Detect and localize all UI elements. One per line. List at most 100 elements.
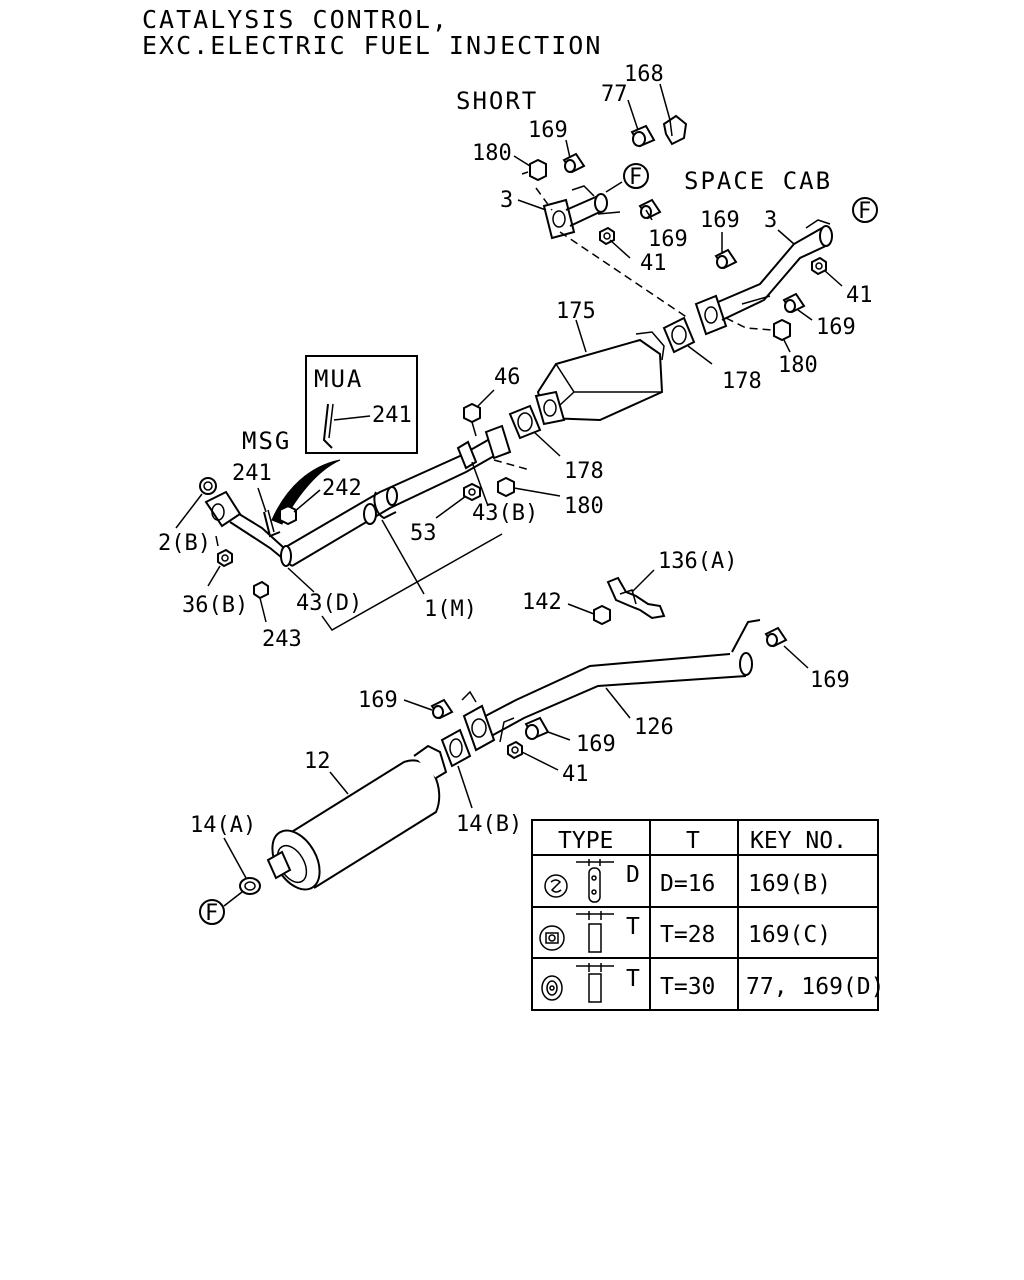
gasket-14a bbox=[239, 877, 261, 895]
callout-2b: 2(B) bbox=[158, 531, 211, 556]
callout-243: 243 bbox=[262, 627, 302, 652]
callout-168: 168 bbox=[624, 62, 664, 87]
callout-126: 126 bbox=[634, 715, 674, 740]
nut-36b bbox=[217, 548, 233, 568]
callout-169: 169 bbox=[648, 227, 688, 252]
front-pipe-1m bbox=[204, 424, 512, 567]
row1-dim-letter: D bbox=[626, 862, 640, 888]
ref-f-top: F bbox=[623, 163, 649, 190]
hanger-168 bbox=[662, 114, 688, 146]
nut-53 bbox=[463, 482, 481, 502]
gasket-2b bbox=[199, 477, 217, 495]
table-header-type: TYPE bbox=[558, 828, 613, 854]
callout-241-mua: 241 bbox=[372, 403, 412, 428]
gasket-14b bbox=[440, 728, 472, 768]
callout-169: 169 bbox=[576, 732, 616, 757]
callout-1m: 1(M) bbox=[424, 597, 477, 622]
callout-169: 169 bbox=[528, 118, 568, 143]
callout-labels: 168 77 169 180 3 169 41 169 3 41 169 180… bbox=[158, 62, 873, 838]
callout-41: 41 bbox=[562, 762, 589, 787]
bracket-241-msg bbox=[263, 509, 281, 538]
rubber-mount-169-tail-left bbox=[430, 698, 454, 720]
row1-key: 169(B) bbox=[748, 871, 831, 897]
bolt-180-top bbox=[521, 158, 547, 182]
bolt-180-lower bbox=[497, 476, 515, 498]
title-line-2: EXC.ELECTRIC FUEL INJECTION bbox=[142, 31, 602, 60]
callout-12: 12 bbox=[304, 749, 331, 774]
row3-value: T=30 bbox=[660, 974, 715, 1000]
callout-169: 169 bbox=[358, 688, 398, 713]
callout-53: 53 bbox=[410, 521, 437, 546]
callout-46: 46 bbox=[494, 365, 521, 390]
rubber-mount-169-tail-middle bbox=[524, 716, 550, 740]
bolt-242 bbox=[279, 504, 297, 526]
table-header-t: T bbox=[686, 828, 700, 854]
row2-dim-letter: T bbox=[626, 914, 640, 940]
section-short: SHORT bbox=[456, 87, 538, 115]
nut-41-tail bbox=[507, 740, 523, 760]
section-space-cab: SPACE CAB bbox=[684, 167, 832, 195]
row3-key: 77, 169(D) bbox=[746, 974, 884, 1000]
mua-inset: MUA 241 bbox=[305, 355, 418, 454]
rubber-type-slotted-icon bbox=[539, 911, 614, 953]
callout-43b: 43(B) bbox=[472, 501, 538, 526]
clamp-136a bbox=[606, 576, 666, 620]
catalytic-converter-175 bbox=[534, 331, 665, 426]
callout-169: 169 bbox=[810, 668, 850, 693]
callout-77: 77 bbox=[601, 82, 628, 107]
callout-178: 178 bbox=[722, 369, 762, 394]
muffler-12 bbox=[266, 744, 448, 891]
key-table: TYPE T KEY NO. D D=16 169(B) T T=28 169(… bbox=[531, 819, 884, 1011]
svg-text:F: F bbox=[629, 165, 642, 190]
rubber-mount-77 bbox=[630, 124, 656, 148]
gasket-178-lower bbox=[508, 404, 542, 440]
row1-value: D=16 bbox=[660, 871, 715, 897]
callout-242: 242 bbox=[322, 476, 362, 501]
rubber-type-round-icon bbox=[544, 859, 614, 903]
row2-key: 169(C) bbox=[748, 922, 831, 948]
rubber-mount-169-space-cab-right bbox=[782, 292, 806, 314]
callout-169: 169 bbox=[700, 208, 740, 233]
ref-f-right: F bbox=[852, 197, 878, 224]
callout-136a: 136(A) bbox=[658, 549, 737, 574]
bolt-46 bbox=[463, 402, 481, 437]
callout-3: 3 bbox=[500, 188, 513, 213]
callout-3: 3 bbox=[764, 208, 777, 233]
bolt-142 bbox=[593, 604, 611, 626]
callout-14a: 14(A) bbox=[190, 813, 256, 838]
rubber-mount-169-tail-right bbox=[764, 626, 788, 648]
rubber-mount-169-space-cab-top bbox=[714, 248, 738, 270]
callout-142: 142 bbox=[522, 590, 562, 615]
callout-169: 169 bbox=[816, 315, 856, 340]
callout-41: 41 bbox=[640, 251, 667, 276]
callout-180: 180 bbox=[778, 353, 818, 378]
ref-f-bottom: F bbox=[199, 899, 225, 926]
callout-43d: 43(D) bbox=[296, 591, 362, 616]
callout-14b: 14(B) bbox=[456, 812, 522, 837]
nut-41-space-cab bbox=[811, 256, 827, 276]
callout-180: 180 bbox=[472, 141, 512, 166]
section-msg: MSG bbox=[242, 427, 291, 455]
callout-180: 180 bbox=[564, 494, 604, 519]
front-pipe-space-cab bbox=[694, 219, 833, 336]
front-pipe-short bbox=[542, 181, 623, 240]
row2-value: T=28 bbox=[660, 922, 715, 948]
nut-243 bbox=[253, 580, 269, 600]
section-mua: MUA bbox=[314, 365, 363, 393]
svg-text:F: F bbox=[858, 199, 871, 224]
callout-178: 178 bbox=[564, 459, 604, 484]
table-header-key-no: KEY NO. bbox=[750, 828, 847, 854]
callout-41: 41 bbox=[846, 283, 873, 308]
svg-text:F: F bbox=[205, 901, 218, 926]
mua-bracket-part bbox=[322, 403, 333, 449]
gasket-178-upper bbox=[662, 316, 696, 354]
rubber-type-ribbed-icon bbox=[541, 963, 614, 1003]
tail-pipe-126 bbox=[461, 619, 761, 752]
callout-36b: 36(B) bbox=[182, 593, 248, 618]
callout-175: 175 bbox=[556, 299, 596, 324]
bolt-180-space-cab bbox=[773, 318, 791, 342]
leader-lines bbox=[175, 83, 843, 907]
row3-dim-letter: T bbox=[626, 966, 640, 992]
callout-241: 241 bbox=[232, 461, 272, 486]
